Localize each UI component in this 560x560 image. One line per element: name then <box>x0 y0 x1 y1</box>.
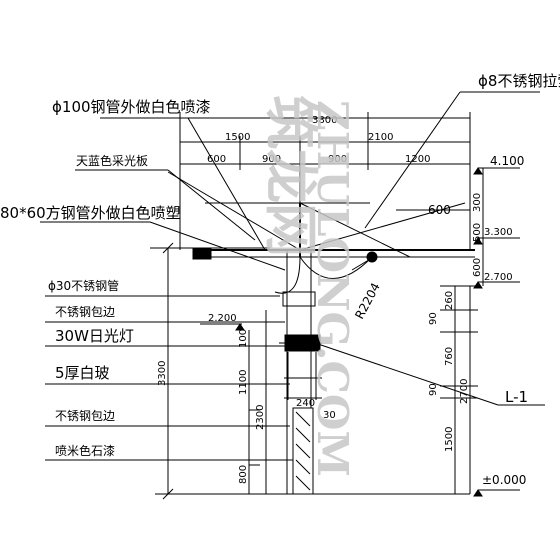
dim-top-1200: 1200 <box>405 154 430 165</box>
dim-top-total: 3800 <box>312 115 337 126</box>
drawing-linework <box>40 91 545 500</box>
skylight-panel-label: 天蓝色采光板 <box>76 154 148 168</box>
ss-pipe-30-label: ϕ30不锈钢管 <box>48 278 119 293</box>
dim-right-760: 760 <box>444 347 455 366</box>
dim-col-30: 30 <box>323 410 336 421</box>
dim-right-500: 500 <box>472 223 483 242</box>
dim-right-300: 300 <box>472 193 483 212</box>
dim-top-900-a: 900 <box>262 154 281 165</box>
glass-5-label: 5厚白玻 <box>55 364 110 382</box>
elevation-zero: ±0.000 <box>482 473 526 487</box>
elevation-2200: 2.200 <box>208 313 237 324</box>
dim-col-2300: 2300 <box>255 405 266 430</box>
watermark-latin: ZHULONG.COM <box>308 100 357 477</box>
ss-edge-label-2: 不锈钢包边 <box>55 409 115 423</box>
dim-right-90-b: 90 <box>428 383 439 396</box>
dim-right-260: 260 <box>444 291 455 310</box>
ss-edge-label-1: 不锈钢包边 <box>55 305 115 319</box>
steel-cable-8-label: ϕ8不锈钢拉索 <box>478 72 560 90</box>
dim-mid-600: 600 <box>428 203 451 217</box>
pipe-100-label: ϕ100钢管外做白色喷漆 <box>52 98 211 116</box>
dim-col-1100: 1100 <box>238 370 249 395</box>
stone-paint-label: 喷米色石漆 <box>55 444 115 458</box>
dim-top-1500: 1500 <box>225 132 250 143</box>
dim-col-800: 800 <box>238 465 249 484</box>
dim-col-100: 100 <box>238 329 249 348</box>
dim-top-900-b: 900 <box>328 154 347 165</box>
dim-right-2700: 2700 <box>459 379 470 404</box>
lamp-30w-label: 30W日光灯 <box>55 327 134 345</box>
dim-left-3300: 3300 <box>157 361 168 386</box>
dim-right-600: 600 <box>472 258 483 277</box>
elevation-4100: 4.100 <box>490 154 524 168</box>
dim-right-90-a: 90 <box>428 312 439 325</box>
tube-80x60-label: 80*60方钢管外做白色喷塑 <box>0 204 181 222</box>
dim-top-2100: 2100 <box>368 132 393 143</box>
dim-right-1500: 1500 <box>444 427 455 452</box>
elevation-2700: 2.700 <box>484 272 513 283</box>
dim-col-240: 240 <box>296 398 315 409</box>
watermark-han: 筑龙网 <box>259 95 323 257</box>
elevation-3300: 3.300 <box>484 227 513 238</box>
detail-ref-label: L-1 <box>505 388 528 406</box>
dim-top-600: 600 <box>207 154 226 165</box>
